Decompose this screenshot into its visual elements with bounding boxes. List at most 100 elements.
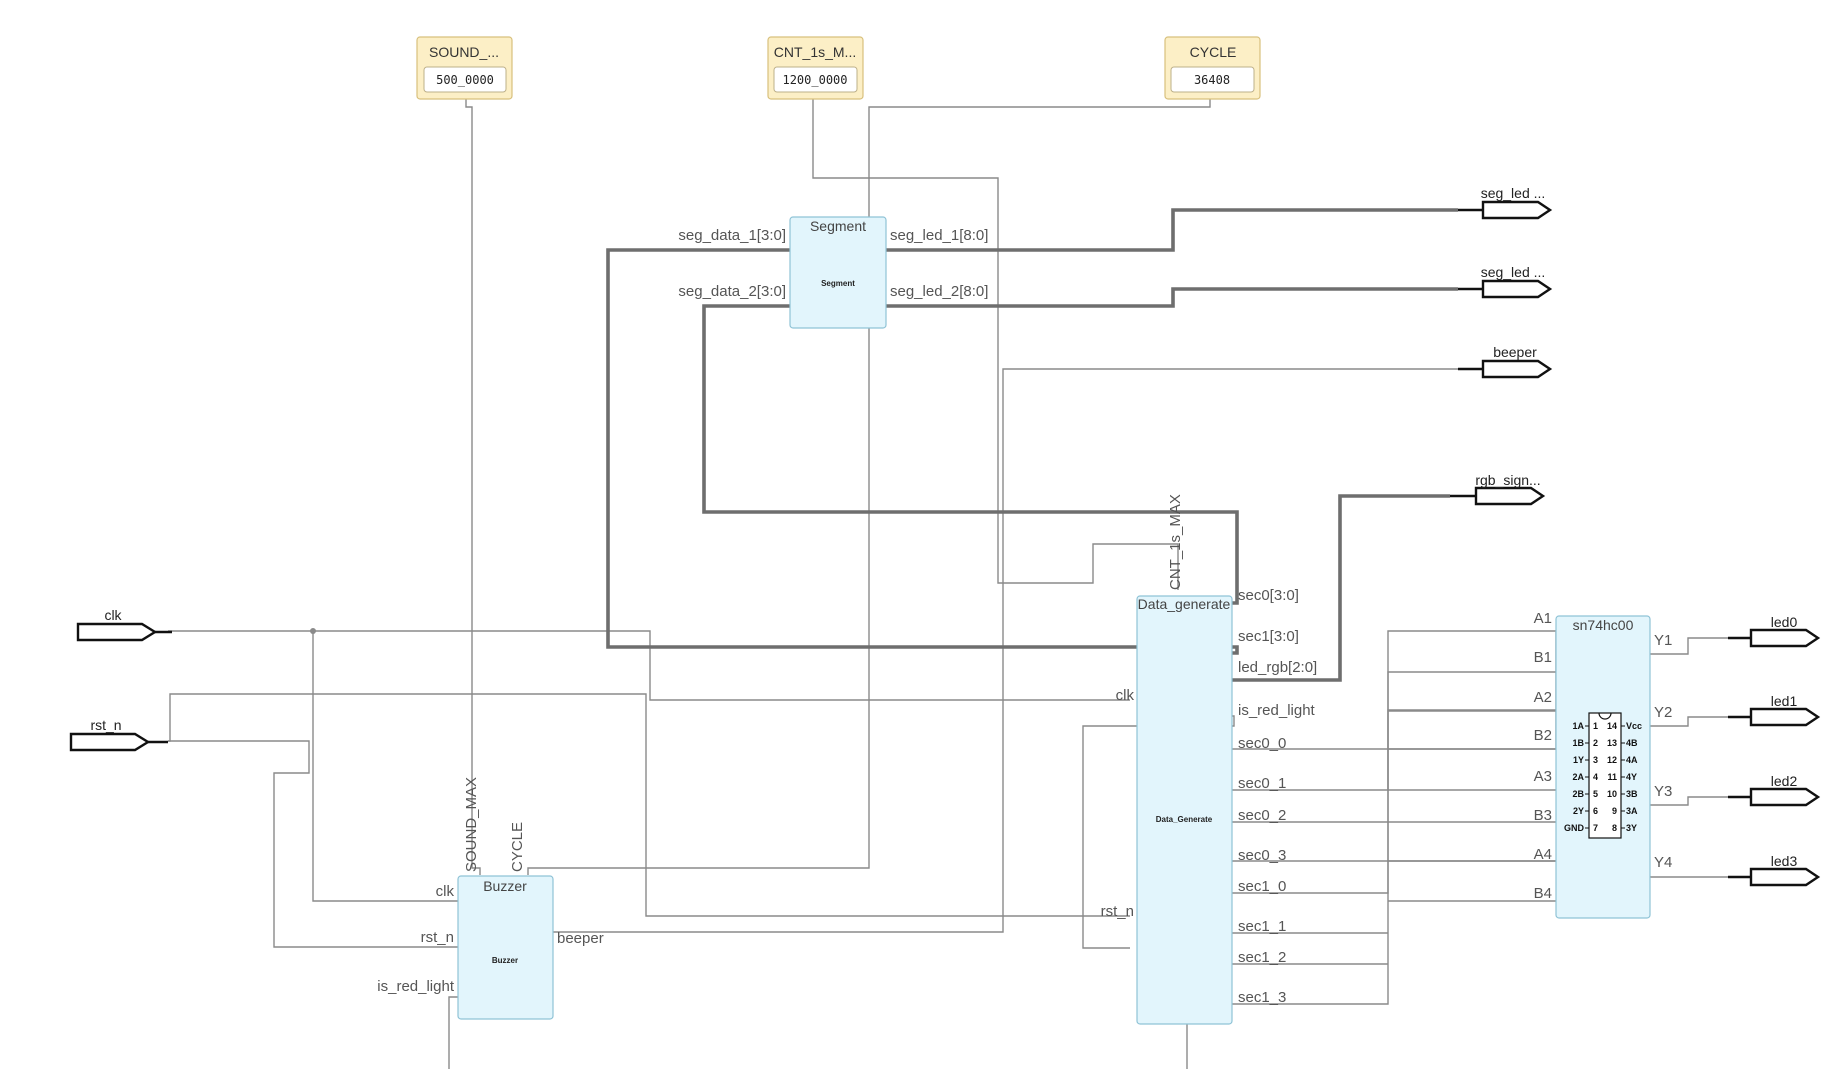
segment-block[interactable]: Segment Segment seg_data_1[3:0] seg_data… [678, 216, 988, 329]
chip-pin-num-12: 12 [1607, 755, 1617, 765]
data-generate-pin-sec1-2: sec1_2 [1238, 949, 1286, 966]
bus-led-rgb[interactable] [1232, 494, 1450, 682]
data-generate-pin-cnt-max: CNT_1s_MAX [1167, 494, 1184, 590]
wire-is-red-light-buzzer[interactable] [448, 996, 458, 1069]
bus-seg-led-1[interactable] [886, 208, 1458, 252]
data-generate-pin-sec0-1: sec0_1 [1238, 775, 1286, 792]
input-rst-n-label: rst_n [90, 717, 121, 733]
segment-pin-seg-led-1: seg_led_1[8:0] [890, 227, 988, 244]
data-generate-pin-led-rgb: led_rgb[2:0] [1238, 659, 1317, 676]
data-generate-pin-sec0: sec0[3:0] [1238, 587, 1299, 604]
chip-pin-name-4b: 4B [1626, 738, 1638, 748]
segment-pin-seg-data-1: seg_data_1[3:0] [678, 227, 786, 244]
output-port-seg-led-1[interactable]: seg_led ... [1458, 185, 1553, 220]
buzzer-block[interactable]: Buzzer Buzzer SOUND_MAX CYCLE clk rst_n … [377, 777, 604, 1020]
chip-pin-name-2a: 2A [1572, 772, 1584, 782]
sn74hc00-pin-b3: B3 [1534, 807, 1552, 824]
wire-beeper[interactable] [553, 368, 1458, 933]
bus-sec0[interactable] [702, 304, 1239, 605]
chip-pin-name-4a: 4A [1626, 755, 1638, 765]
chip-pin-name-1a: 1A [1572, 721, 1584, 731]
bus-seg-led-2[interactable] [886, 287, 1458, 308]
wire-cnt-max[interactable] [812, 98, 1179, 590]
wire-clk-buzzer[interactable] [312, 631, 458, 902]
data-generate-pin-is-red-light: is_red_light [1238, 702, 1316, 719]
wire-clk-junction [310, 628, 316, 634]
param-cycle[interactable]: CYCLE 36408 [1164, 36, 1261, 100]
param-cycle-title: CYCLE [1190, 44, 1237, 60]
wire-sec1-3[interactable] [1225, 709, 1556, 1005]
sn74hc00-pin-a3: A3 [1534, 768, 1552, 785]
wire-rst-datagen[interactable] [168, 693, 1130, 917]
wire-sec0-0[interactable] [1225, 632, 1557, 750]
param-sound-value: 500_0000 [436, 73, 494, 87]
segment-title: Segment [810, 218, 866, 234]
buzzer-pin-cycle: CYCLE [509, 822, 526, 872]
sn74hc00-pin-y4: Y4 [1654, 854, 1672, 871]
output-seg-led-2-label: seg_led ... [1481, 264, 1546, 280]
output-port-seg-led-2[interactable]: seg_led ... [1458, 264, 1553, 299]
input-port-clk[interactable]: clk [76, 607, 172, 642]
buzzer-pin-clk: clk [436, 883, 455, 900]
output-port-led2[interactable]: led2 [1728, 773, 1821, 807]
buzzer-pin-sound-max: SOUND_MAX [463, 777, 480, 872]
bus-sec1[interactable] [606, 248, 1239, 655]
output-port-rgb-sign[interactable]: rgb_sign... [1450, 472, 1546, 506]
data-generate-pin-sec0-3: sec0_3 [1238, 847, 1286, 864]
param-cnt-value: 1200_0000 [782, 73, 847, 87]
sn74hc00-pin-b2: B2 [1534, 727, 1552, 744]
sn74hc00-pin-y1: Y1 [1654, 632, 1672, 649]
wire-y3[interactable] [1650, 796, 1728, 806]
wire-rst-buzzer[interactable] [168, 740, 458, 948]
chip-pin-name-3b: 3B [1626, 789, 1638, 799]
sn74hc00-title: sn74hc00 [1573, 617, 1634, 633]
output-led0-label: led0 [1771, 614, 1798, 630]
chip-pin-num-9: 9 [1612, 806, 1617, 816]
sn74hc00-pin-b1: B1 [1534, 649, 1552, 666]
sn74hc00-pin-y3: Y3 [1654, 783, 1672, 800]
data-generate-pin-sec0-0: sec0_0 [1238, 735, 1286, 752]
output-port-led0[interactable]: led0 [1728, 614, 1821, 648]
chip-pin-name-vcc: Vcc [1626, 721, 1642, 731]
sn74hc00-pin-a2: A2 [1534, 689, 1552, 706]
output-port-led3[interactable]: led3 [1728, 853, 1821, 887]
output-port-led1[interactable]: led1 [1728, 693, 1821, 727]
data-generate-pin-sec1: sec1[3:0] [1238, 628, 1299, 645]
chip-pin-name-3y: 3Y [1626, 823, 1637, 833]
param-cycle-value: 36408 [1194, 73, 1230, 87]
chip-pin-num-8: 8 [1612, 823, 1617, 833]
chip-pin-num-5: 5 [1593, 789, 1598, 799]
sn74hc00-pin-b4: B4 [1534, 885, 1552, 902]
chip-pin-num-14: 14 [1607, 721, 1617, 731]
wire-cycle[interactable] [527, 98, 1211, 875]
data-generate-block[interactable]: Data_generate Data_Generate CNT_1s_MAX c… [1101, 494, 1318, 1025]
data-generate-title: Data_generate [1138, 596, 1231, 612]
data-generate-pin-sec0-2: sec0_2 [1238, 807, 1286, 824]
chip-pin-num-7: 7 [1593, 823, 1598, 833]
wire-y1[interactable] [1650, 637, 1728, 655]
output-seg-led-1-label: seg_led ... [1481, 185, 1546, 201]
output-port-beeper[interactable]: beeper [1458, 344, 1553, 379]
buzzer-pin-rst-n: rst_n [421, 929, 454, 946]
chip-pin-num-13: 13 [1607, 738, 1617, 748]
chip-pin-name-1y: 1Y [1573, 755, 1584, 765]
buses [606, 208, 1458, 682]
wire-y4[interactable] [1649, 876, 1728, 878]
sn74hc00-pin-a4: A4 [1534, 846, 1552, 863]
wire-y2[interactable] [1650, 716, 1728, 727]
chip-pin-num-1: 1 [1593, 721, 1598, 731]
sn74hc00-pin-a1: A1 [1534, 610, 1552, 627]
param-cnt[interactable]: CNT_1s_M... 1200_0000 [767, 36, 864, 100]
wire-is-red-light-bottom[interactable] [449, 1020, 1188, 1069]
input-clk-label: clk [104, 607, 122, 623]
param-sound[interactable]: SOUND_... 500_0000 [416, 36, 513, 100]
wire-sound-max[interactable] [465, 98, 481, 875]
input-port-rst-n[interactable]: rst_n [69, 717, 168, 752]
wire-clk-main[interactable] [168, 630, 1130, 701]
data-generate-pin-rst-n: rst_n [1101, 903, 1134, 920]
